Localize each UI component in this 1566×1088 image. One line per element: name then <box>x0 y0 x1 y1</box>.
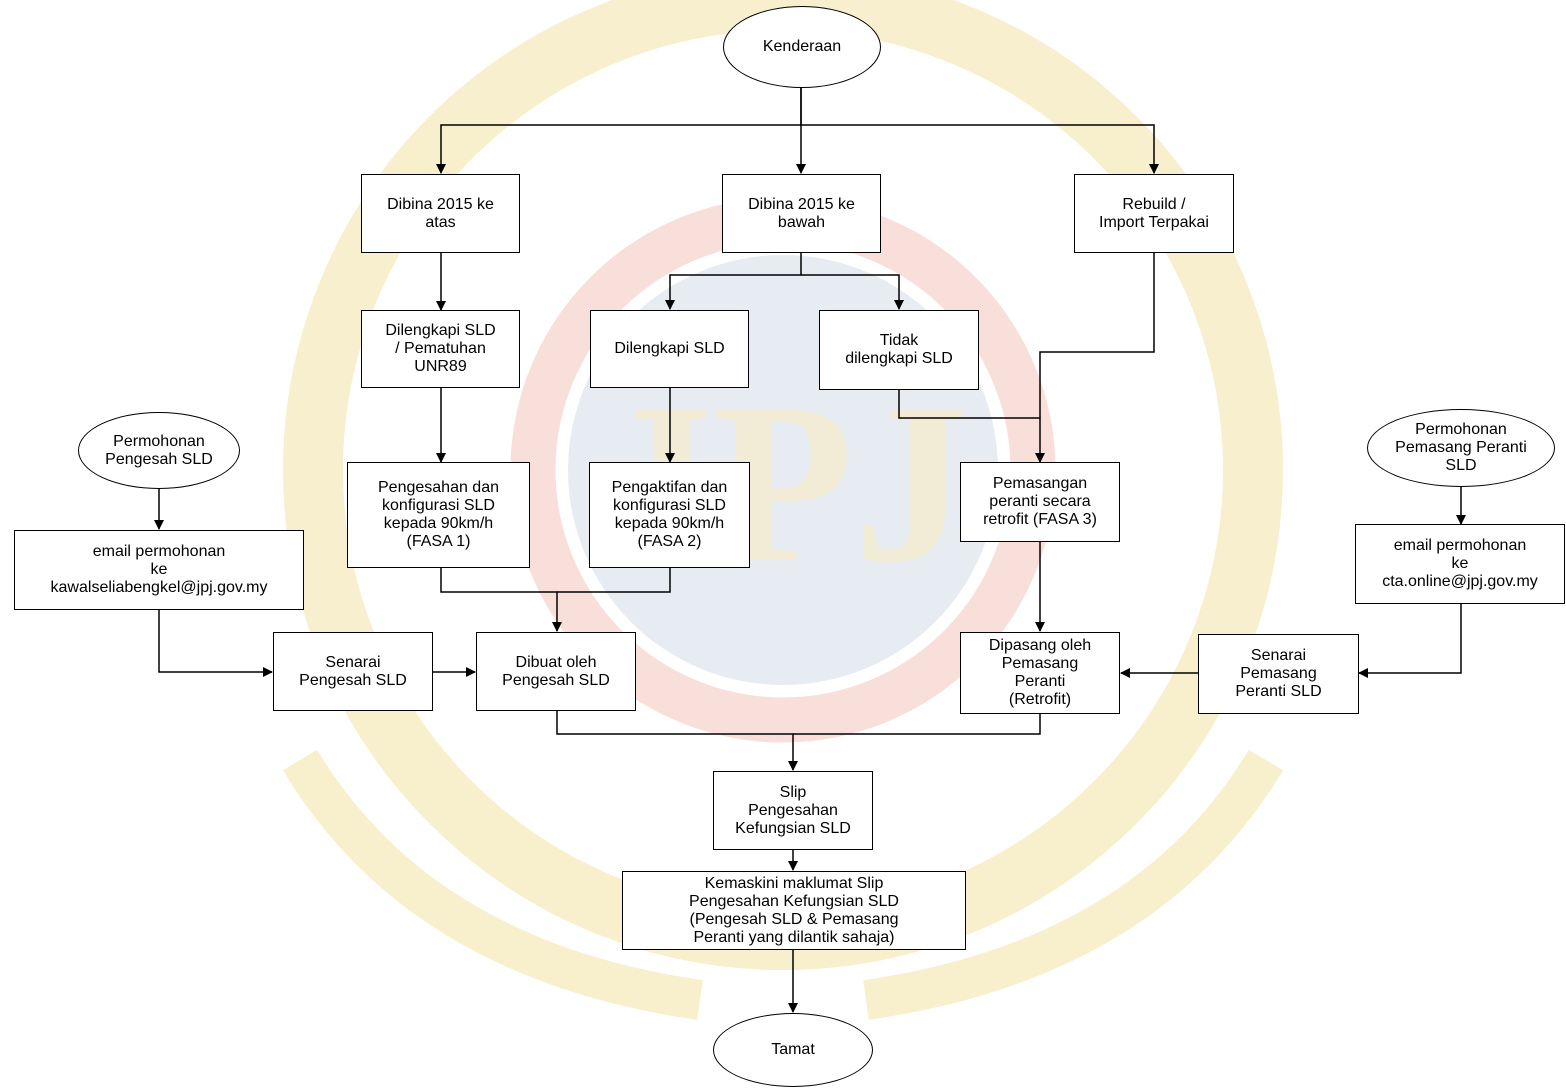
node-pengesahan-fasa1: Pengesahan dan konfigurasi SLD kepada 90… <box>347 462 530 568</box>
node-kenderaan: Kenderaan <box>723 6 881 88</box>
connector-email-pengesah-to-senarai <box>158 610 273 677</box>
connector-email-pemasang-to-senarai <box>1358 604 1462 678</box>
connector-dibuat-to-slip <box>556 711 798 771</box>
node-dilengkapi-unr89: Dilengkapi SLD / Pematuhan UNR89 <box>361 310 520 388</box>
node-dipasang-oleh: Dipasang oleh Pemasang Peranti (Retrofit… <box>960 632 1120 714</box>
node-pengaktifan-fasa2: Pengaktifan dan konfigurasi SLD kepada 9… <box>589 462 750 568</box>
connector-fasa2-to-dibuat <box>557 568 671 593</box>
node-permohonan-pemasang: Permohonan Pemasang Peranti SLD <box>1367 409 1555 487</box>
connector-dibina-bawah-to-dilengkapi <box>665 253 802 310</box>
node-slip-pengesahan: Slip Pengesahan Kefungsian SLD <box>713 771 873 850</box>
connector-tidak-to-fasa3 <box>898 390 1045 463</box>
connector-rebuild-to-fasa3 <box>1039 253 1155 418</box>
connector-dibina-bawah-to-tidak <box>801 274 904 310</box>
connector-dipasang-to-slip <box>793 714 1041 735</box>
emblem-laurel-right <box>863 749 1284 1020</box>
connector-fasa1-to-dibuat <box>440 568 562 632</box>
node-senarai-pemasang: Senarai Pemasang Peranti SLD <box>1198 634 1359 714</box>
node-dibina-2015-atas: Dibina 2015 ke atas <box>361 174 520 253</box>
connector-kenderaan-to-dibina-atas <box>436 88 802 174</box>
node-senarai-pengesah: Senarai Pengesah SLD <box>273 632 433 711</box>
node-pemasangan-fasa3: Pemasangan peranti secara retrofit (FASA… <box>960 462 1120 542</box>
emblem-laurel-left <box>282 749 703 1020</box>
node-dibuat-oleh: Dibuat oleh Pengesah SLD <box>476 632 636 711</box>
node-tamat: Tamat <box>713 1013 873 1087</box>
node-dilengkapi-sld: Dilengkapi SLD <box>590 310 749 388</box>
node-email-pemasang: email permohonan ke cta.online@jpj.gov.m… <box>1355 524 1565 604</box>
node-permohonan-pengesah: Permohonan Pengesah SLD <box>78 412 240 489</box>
node-kemaskini: Kemaskini maklumat Slip Pengesahan Kefun… <box>622 871 966 950</box>
node-dibina-2015-bawah: Dibina 2015 ke bawah <box>722 174 881 253</box>
node-tidak-dilengkapi: Tidak dilengkapi SLD <box>819 310 979 390</box>
node-email-pengesah: email permohonan ke kawalseliabengkel@jp… <box>14 530 304 610</box>
connector-kenderaan-to-rebuild <box>801 124 1159 174</box>
node-rebuild-import: Rebuild / Import Terpakai <box>1074 174 1234 253</box>
